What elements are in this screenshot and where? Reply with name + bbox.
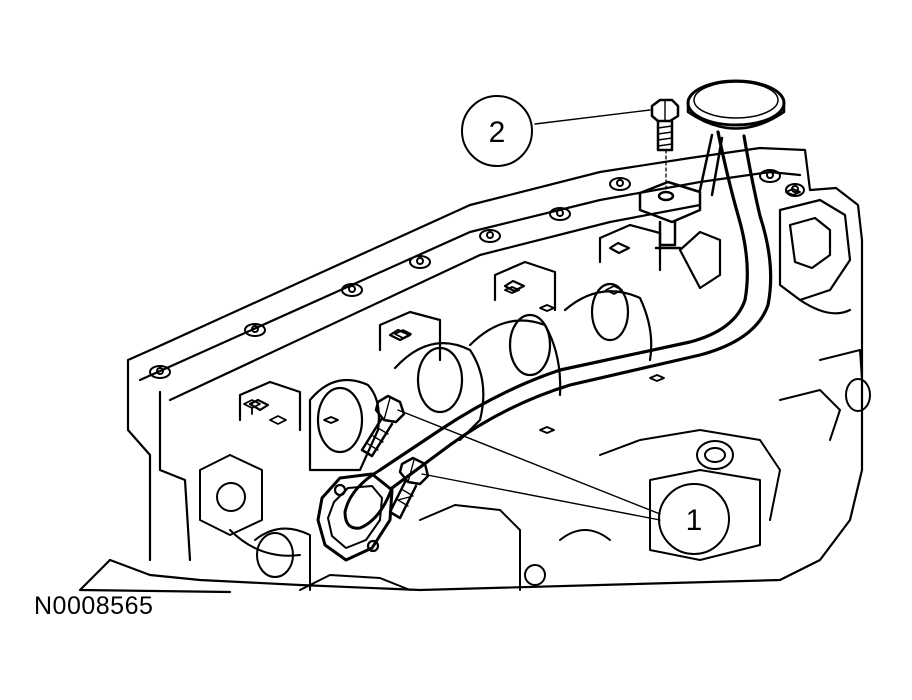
flange-bolt-upper	[360, 394, 406, 458]
cap-fasteners	[243, 188, 801, 434]
engine-block-outline	[78, 146, 864, 594]
leader-line-2	[534, 109, 651, 125]
flange-bolt-lower	[388, 456, 430, 520]
leader-line-1b	[421, 473, 661, 521]
tube-bracket	[638, 149, 702, 250]
crankshaft-main-bearings	[238, 198, 852, 472]
rail-bolt-bosses	[149, 169, 805, 379]
lower-block-detail	[199, 349, 871, 591]
callout-leaders	[397, 109, 661, 521]
figure-id-label: N0008565	[34, 592, 154, 620]
leader-line-1a	[397, 409, 661, 515]
callout-2-number: 2	[489, 116, 506, 149]
callout-2: 2	[461, 95, 533, 167]
tube-bracket-bolt	[650, 98, 680, 152]
callout-1: 1	[658, 483, 730, 555]
oil-pickup-tube	[316, 79, 786, 562]
callout-1-number: 1	[686, 504, 703, 537]
